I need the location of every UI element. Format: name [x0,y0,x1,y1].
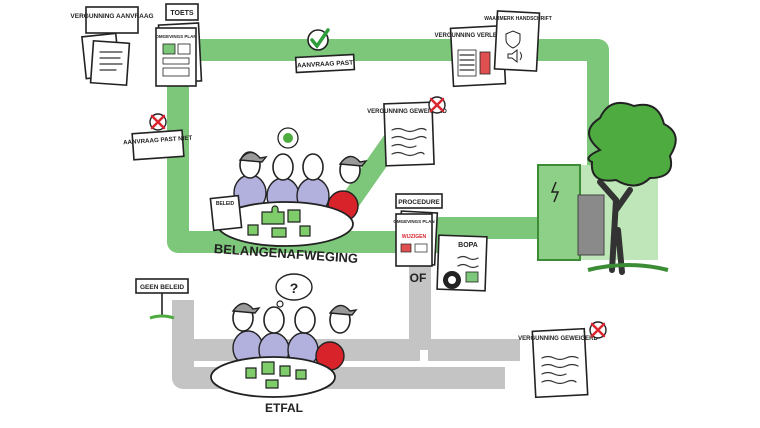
geweigerd-top-label: VERGUNNING GEWEIGERD [367,109,447,115]
question-label: ? [290,280,299,296]
toets-card: TOETS OMGEVINGS PLAN [155,3,203,87]
checkmark-icon [310,28,330,49]
procedure-label: PROCEDURE [398,199,440,206]
red-x-icon [150,114,166,130]
tree-icon [587,102,677,275]
person-d [315,304,358,371]
toets-sign [165,3,199,21]
etfal-label: ETFAL [265,401,303,415]
geweigerd-bottom-label: VERGUNNING GEWEIGERD [518,336,598,342]
bopa-label: BOPA [458,242,478,249]
geen-beleid-label: GEEN BELEID [140,284,184,291]
beleid-board [209,194,243,232]
procedure-card-word: WIJZIGEN [402,234,427,240]
waarmerk-label: WAARMERK HANDSCHRIFT [484,16,552,22]
of-label: OF [410,271,427,285]
person-1 [233,151,268,212]
waarmerk-card: WAARMERK HANDSCHRIFT [484,10,552,72]
shield-icon [505,30,521,49]
puzzle-icon [247,205,311,238]
toets-label: TOETS [170,10,194,17]
geweigerd-top: VERGUNNING GEWEIGERD [367,96,447,167]
question-bubble-icon: ? [275,273,313,308]
aanvraag-label: VERGUNNING AANVRAAG [70,13,153,20]
etfal-group: ? ETFAL [210,273,358,415]
person-a [231,302,264,366]
aanvraag-past-niet: AANVRAAG PAST NIET [123,113,193,161]
beleid-label: BELEID [216,201,235,207]
puzzle-icon [245,361,307,389]
aanvraag-past-label: AANVRAAG PAST [297,60,354,70]
geen-beleid: GEEN BELEID [135,278,189,320]
vergunning-verleend: VERGUNNING VERLEEND [434,24,510,88]
aanvraag-sign [85,6,139,34]
toets-card-title: OMGEVINGS PLAN [155,34,196,39]
red-x-icon [590,322,606,338]
speaker-icon [507,48,522,64]
past-niet-label: AANVRAAG PAST NIET [123,135,193,147]
aanvraag-past: AANVRAAG PAST [294,28,356,74]
bopa-document: BOPA [436,234,488,292]
geweigerd-bottom: VERGUNNING GEWEIGERD [518,321,607,399]
verleend-label: VERGUNNING VERLEEND [434,33,510,39]
door-icon [537,164,581,261]
aanvraag-documents: VERGUNNING AANVRAAG [70,6,154,87]
procedure-card-title: OMGEVINGS PLAN [393,219,434,224]
red-x-icon [429,97,445,113]
procedure: PROCEDURE OMGEVINGS PLAN WIJZIGEN [393,193,443,267]
